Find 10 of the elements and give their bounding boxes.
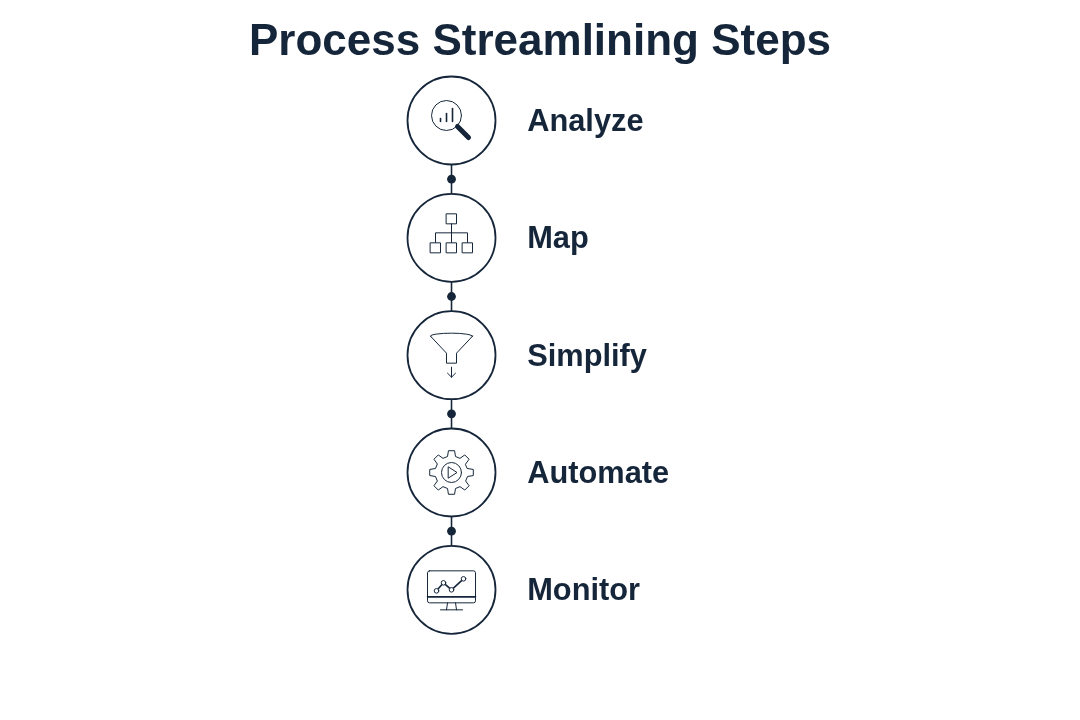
connector-line <box>451 515 453 547</box>
connector-line <box>451 281 453 312</box>
step-label: Automate <box>527 453 670 492</box>
title: Process Streamlining Steps <box>249 15 831 64</box>
connector-line <box>451 398 453 430</box>
step-label: Simplify <box>527 336 648 375</box>
step-label: Monitor <box>527 571 641 610</box>
step-label: Analyze <box>527 101 644 140</box>
step-label: Map <box>527 219 590 258</box>
connector-line <box>451 163 453 195</box>
